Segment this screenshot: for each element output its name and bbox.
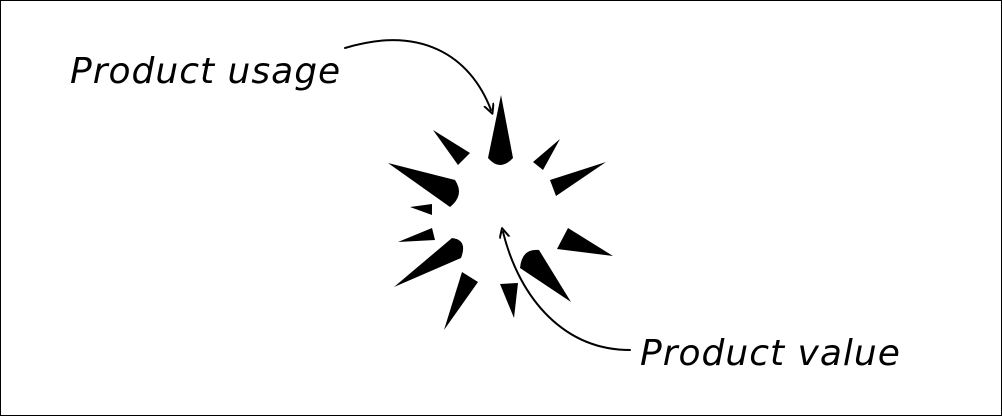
usage-arrow xyxy=(344,39,491,110)
spike-top xyxy=(488,95,513,165)
spike-upper-left xyxy=(433,130,470,165)
spike-left-small xyxy=(410,204,432,215)
spike-left-long xyxy=(388,163,459,207)
spike-right-lower xyxy=(557,228,613,256)
spike-burst xyxy=(388,95,613,330)
spike-upper-right xyxy=(533,139,560,170)
spike-right xyxy=(550,162,606,196)
spike-bottom-left xyxy=(444,272,478,330)
product-value-label: Product value xyxy=(640,333,901,374)
spike-bottom-center xyxy=(500,283,518,318)
spike-lower-left-long xyxy=(394,238,464,287)
spike-left-middle xyxy=(398,228,435,242)
product-usage-label: Product usage xyxy=(70,51,342,92)
value-arrow xyxy=(503,232,631,351)
spike-lower-right xyxy=(520,249,571,302)
